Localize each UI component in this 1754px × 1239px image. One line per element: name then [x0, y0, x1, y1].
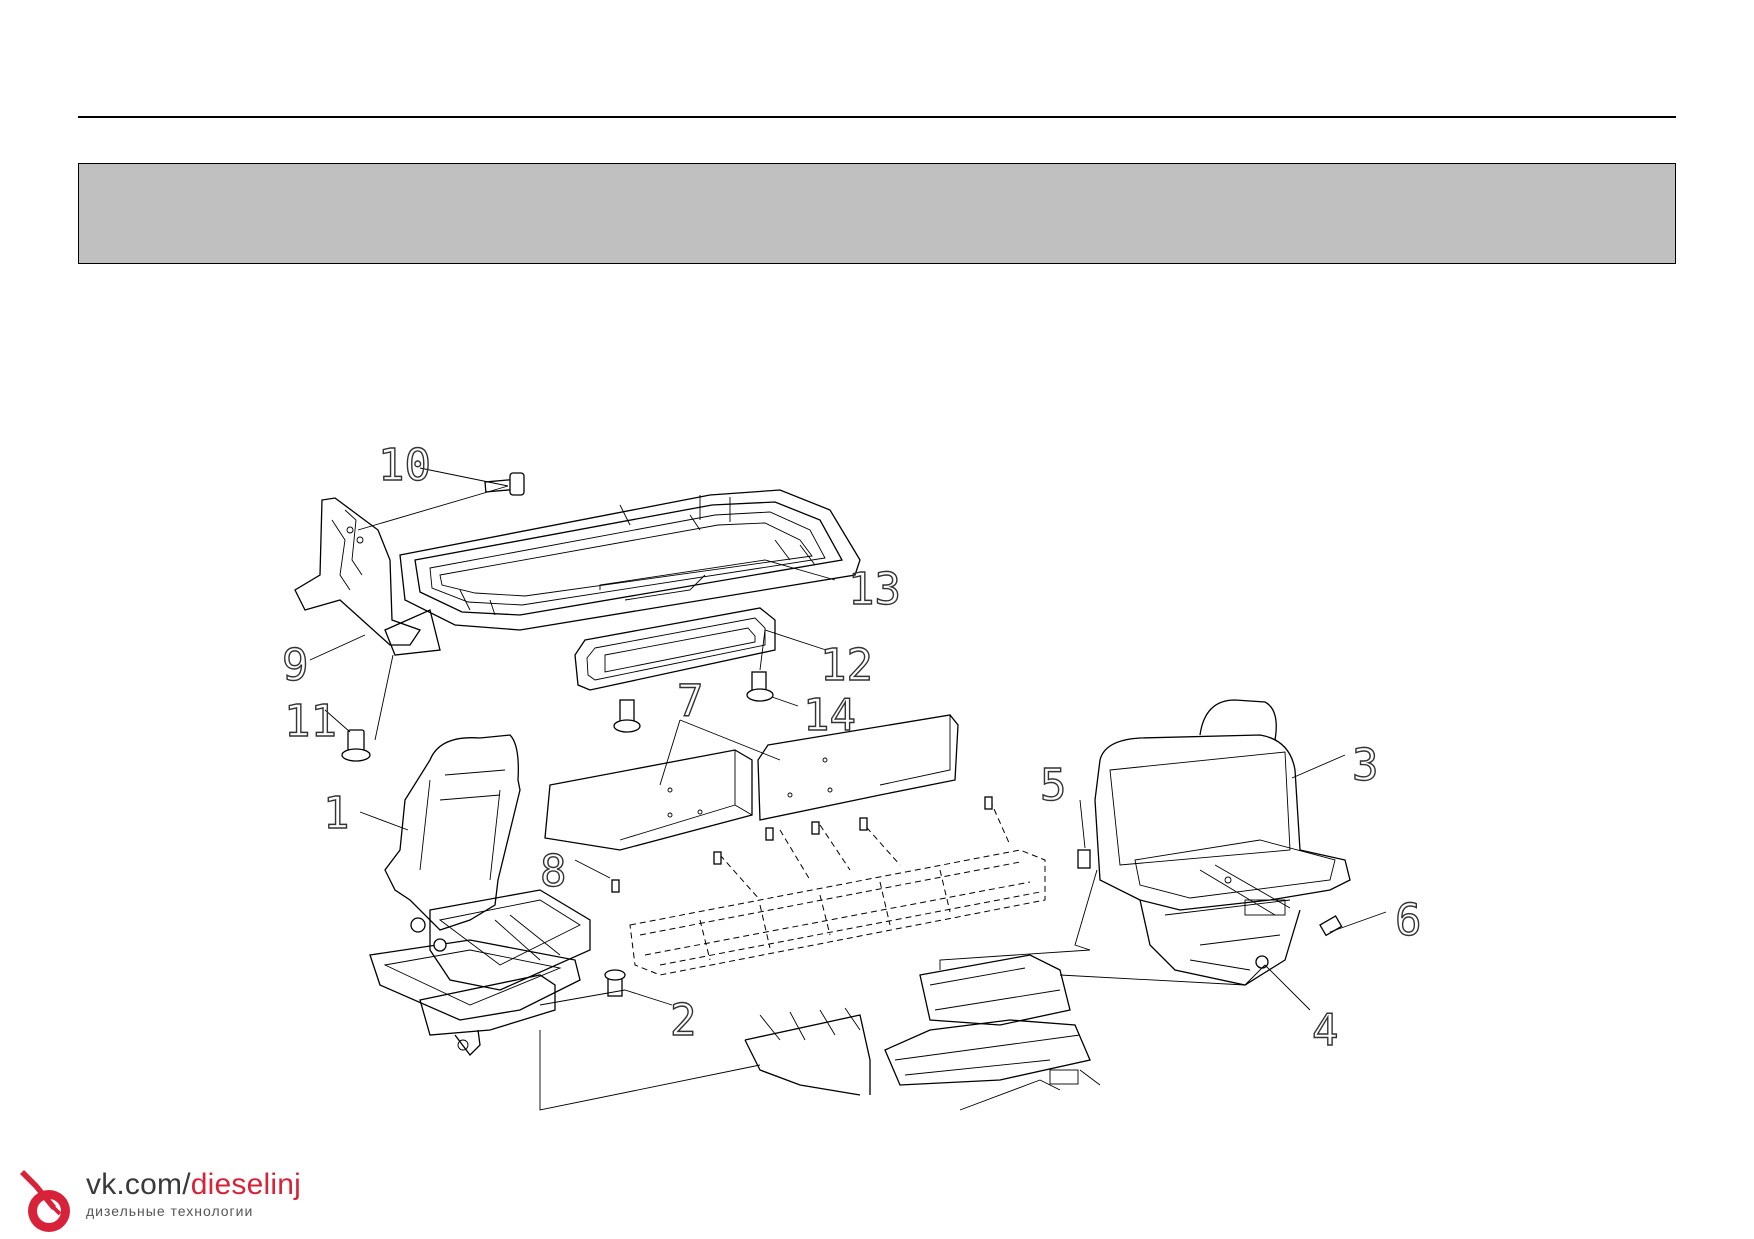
vehicle-floor-section [744, 954, 1101, 1111]
callout-1: 1 [323, 788, 350, 839]
watermark-url: vk.com/dieselinj [86, 1168, 301, 1202]
callout-10: 10 [378, 440, 431, 491]
part-12-small-frame [574, 607, 776, 691]
watermark-subtitle: дизельные технологии [86, 1203, 254, 1219]
callout-numbers: 10 13 9 12 11 14 7 1 5 3 8 6 2 4 [281, 439, 1422, 1056]
callout-12: 12 [820, 640, 873, 691]
part-3-right-seat [1094, 699, 1351, 986]
watermark: vk.com/dieselinj дизельные технологии [16, 1166, 316, 1236]
watermark-url-accent: dieselinj [190, 1168, 301, 1201]
callout-4: 4 [1312, 1005, 1339, 1056]
watermark-url-prefix: vk.com/ [86, 1168, 191, 1201]
callout-8: 8 [540, 846, 567, 897]
part-1-left-seat [369, 734, 591, 1056]
callout-14: 14 [803, 690, 856, 741]
part-13-frame [399, 489, 861, 631]
leader-lines [309, 467, 1387, 1111]
callout-2: 2 [670, 995, 697, 1046]
callout-3: 3 [1352, 740, 1379, 791]
part-8-floor-tray [611, 796, 1046, 976]
callout-7: 7 [677, 676, 704, 727]
callout-13: 13 [848, 564, 901, 615]
callout-9: 9 [282, 640, 309, 691]
fuel-injector-pin-icon [20, 1170, 70, 1232]
part-9-bracket [294, 497, 441, 656]
callout-11: 11 [284, 696, 337, 747]
part-7-panels [544, 714, 959, 851]
callout-5: 5 [1040, 760, 1067, 811]
header-rule [78, 116, 1676, 118]
callout-6: 6 [1395, 895, 1422, 946]
title-banner [78, 163, 1676, 264]
